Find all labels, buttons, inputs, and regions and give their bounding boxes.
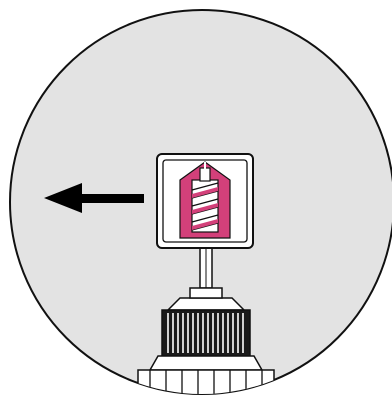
stem xyxy=(199,247,213,289)
ribbed-cap xyxy=(161,309,251,357)
cap-ribs xyxy=(167,313,244,353)
arrow-left-icon xyxy=(44,183,144,213)
drill-bit-pentagon-icon xyxy=(179,161,231,239)
